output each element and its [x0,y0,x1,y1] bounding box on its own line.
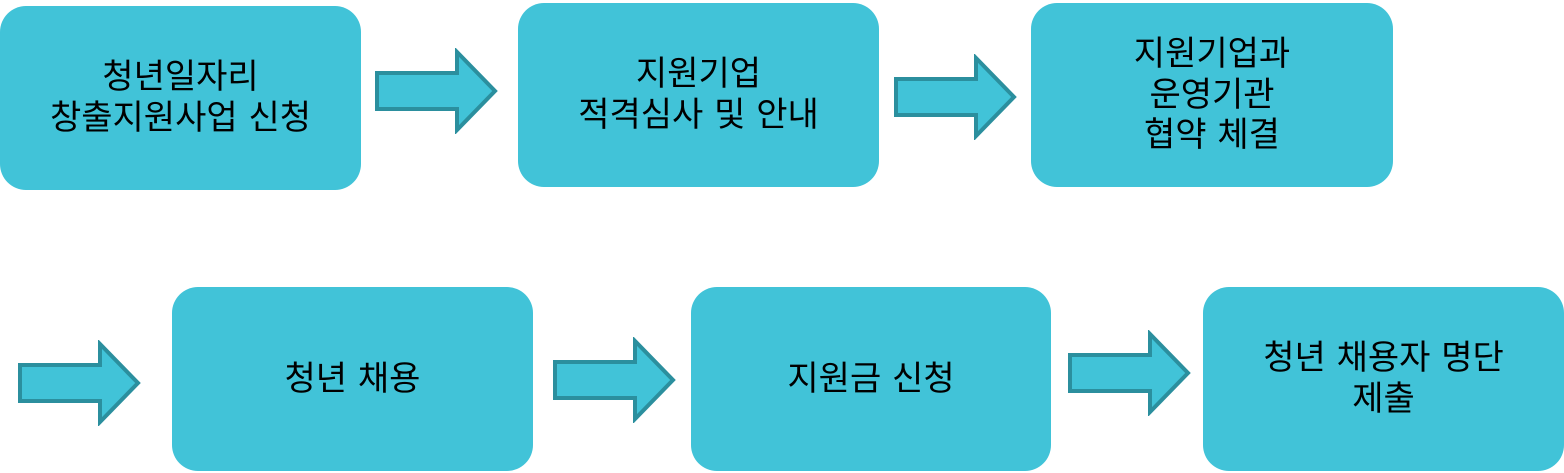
step-box-6: 청년 채용자 명단 제출 [1203,287,1564,471]
right-arrow-icon [551,337,677,423]
step-2-line-1: 지원기업 [635,54,762,95]
step-1-line-2: 창출지원사업 신청 [49,98,312,138]
step-box-2: 지원기업 적격심사 및 안내 [518,3,879,187]
step-4-line-1: 청년 채용 [284,358,421,399]
step-box-5: 지원금 신청 [691,287,1051,471]
step-1-line-1: 청년일자리 [102,57,259,98]
step-5-line-1: 지원금 신청 [787,358,955,399]
step-box-3: 지원기업과 운영기관 협약 체결 [1031,3,1393,187]
right-arrow-icon [373,48,499,134]
step-text-1: 청년일자리 창출지원사업 신청 [50,57,311,139]
step-6-line-2: 제출 [1352,379,1415,419]
step-box-1: 청년일자리 창출지원사업 신청 [0,6,361,190]
right-arrow-icon [892,54,1018,140]
step-3-line-3: 협약 체결 [1144,115,1280,156]
step-text-2: 지원기업 적격심사 및 안내 [578,54,819,136]
step-text-4: 청년 채용 [285,359,421,400]
step-text-6: 청년 채용자 명단 제출 [1263,338,1504,420]
step-text-3: 지원기업과 운영기관 협약 체결 [1134,34,1290,156]
step-6-line-1: 청년 채용자 명단 [1263,338,1504,379]
step-text-5: 지원금 신청 [787,359,954,400]
step-3-line-2: 운영기관 [1149,74,1275,115]
right-arrow-icon [16,340,142,426]
step-box-4: 청년 채용 [172,287,533,471]
right-arrow-icon [1066,330,1192,416]
step-3-line-1: 지원기업과 [1133,33,1291,74]
step-2-line-2: 적격심사 및 안내 [578,95,819,135]
